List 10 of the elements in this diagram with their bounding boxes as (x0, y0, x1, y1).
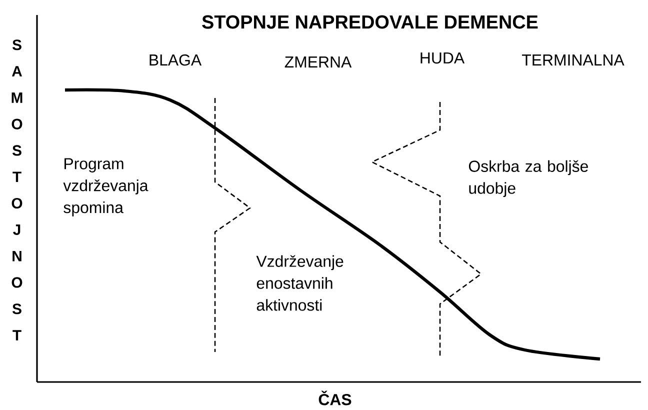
region-label: Oskrba za boljše udobje (468, 160, 588, 198)
stage-label: HUDA (420, 52, 465, 64)
stage-label: TERMINALNA (522, 54, 624, 66)
region-label: Vzdrževanje enostavnih aktivnosti (256, 255, 344, 311)
axis-title: ČAS (318, 390, 352, 406)
axis-title: SAMOSTOJNOST (12, 40, 22, 340)
region-label: Program vzdrževanja spomina (63, 158, 148, 216)
stage-label: ZMERNA (284, 56, 352, 68)
stage-label: BLAGA (150, 54, 202, 66)
title: STOPNJE NAPREDOVALE DEMENCE (202, 15, 538, 29)
